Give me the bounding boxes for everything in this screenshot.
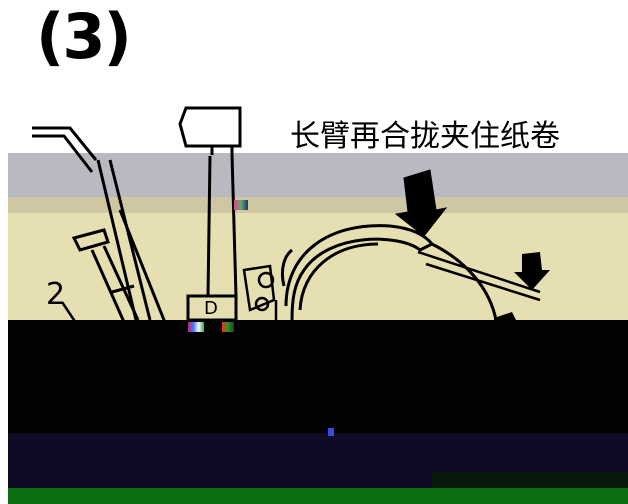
down-arrow-partial [494, 312, 516, 320]
green-band [8, 488, 628, 504]
noise-speck [222, 322, 234, 332]
long-arm [96, 159, 170, 331]
caption-text: 长臂再合拢夹住纸卷 [290, 120, 560, 154]
down-arrow-large [394, 169, 448, 237]
part-label-2: 2 [46, 277, 65, 312]
paper-guide [417, 250, 541, 302]
part-label-d: D [204, 298, 218, 319]
beige-stripe [8, 197, 628, 213]
dark-green-block [432, 472, 628, 490]
roll-housing [280, 224, 498, 321]
noise-speck [328, 428, 334, 436]
noise-speck [234, 200, 248, 210]
noise-speck [188, 322, 204, 332]
top-bracket [178, 106, 242, 148]
bracket-stem [210, 146, 234, 155]
step-number: (3) [36, 0, 132, 73]
support-post [186, 153, 238, 322]
black-band [8, 320, 628, 435]
handle [71, 228, 140, 323]
rail-frame [32, 126, 98, 173]
linkage [242, 264, 278, 320]
down-arrow-small [514, 252, 550, 290]
